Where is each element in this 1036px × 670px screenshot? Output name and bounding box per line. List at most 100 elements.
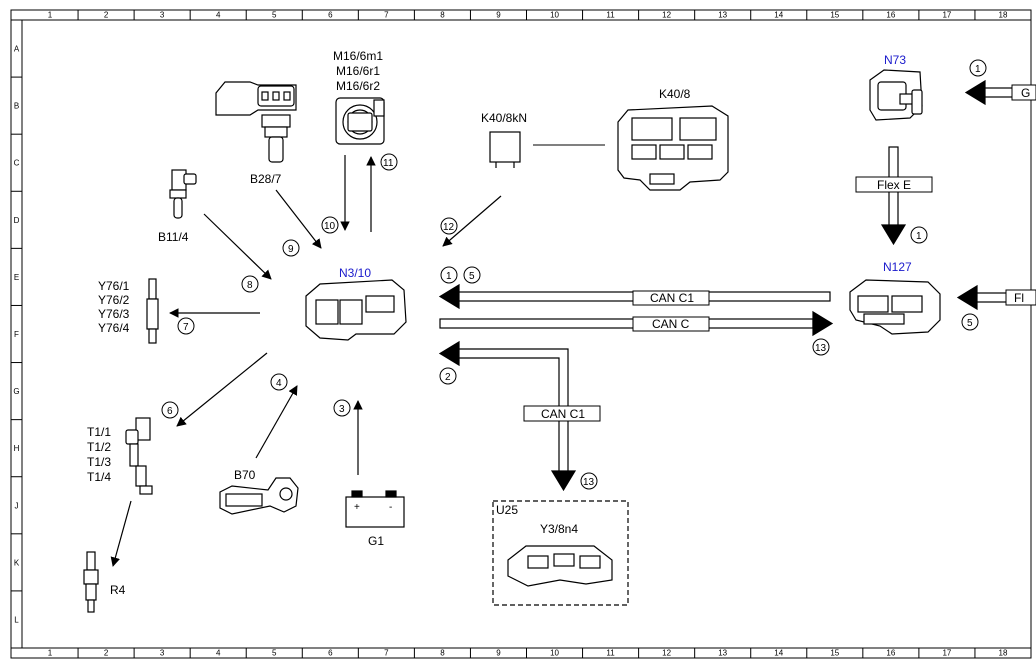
callout-circles bbox=[161, 59, 987, 490]
grid-column-label: 5 bbox=[272, 649, 277, 658]
grid-column-label: 4 bbox=[216, 649, 221, 658]
grid-column-label: 12 bbox=[662, 649, 671, 658]
svg-text:Fl: Fl bbox=[1014, 291, 1024, 305]
grid-column-label: 18 bbox=[999, 11, 1008, 20]
label-t1-3: T1/3 bbox=[87, 455, 111, 469]
grid-column-label: 6 bbox=[328, 649, 333, 658]
grid-row-label: E bbox=[14, 273, 19, 282]
grid-row-label: J bbox=[15, 501, 19, 510]
callout-1-n73: 1 bbox=[975, 64, 981, 75]
callout-2: 2 bbox=[445, 372, 451, 383]
callout-6: 6 bbox=[167, 406, 173, 417]
label-b70: B70 bbox=[234, 468, 256, 482]
diagram-frame bbox=[10, 9, 1032, 659]
label-m16-6r2: M16/6r2 bbox=[336, 79, 380, 93]
ignition-coil-t1 bbox=[125, 417, 153, 495]
grid-column-label: 17 bbox=[942, 11, 951, 20]
label-y76-3: Y76/3 bbox=[98, 307, 130, 321]
svg-text:CAN C1: CAN C1 bbox=[650, 291, 694, 305]
grid-column-label: 16 bbox=[886, 11, 895, 20]
spark-plug-r4 bbox=[83, 551, 99, 613]
label-k40-8: K40/8 bbox=[659, 87, 691, 101]
grid-column-label: 10 bbox=[550, 11, 559, 20]
grid-column-label: 9 bbox=[496, 11, 501, 20]
svg-text:G: G bbox=[1021, 86, 1030, 100]
grid-column-label: 16 bbox=[886, 649, 895, 658]
grid-column-label: 15 bbox=[830, 649, 839, 658]
grid-row-label: F bbox=[14, 330, 19, 339]
engine-control-unit-n3-10 bbox=[305, 279, 407, 341]
callout-5-can: 5 bbox=[469, 271, 475, 282]
callout-4: 4 bbox=[276, 378, 282, 389]
label-n3-10: N3/10 bbox=[339, 266, 371, 280]
grid-row-label: D bbox=[14, 216, 20, 225]
fuse-relay-module-k40-8 bbox=[617, 105, 729, 191]
grid-column-label: 1 bbox=[48, 649, 53, 658]
grid-column-label: 17 bbox=[942, 649, 951, 658]
grid-column-label: 5 bbox=[272, 11, 277, 20]
battery-minus-sign: - bbox=[389, 502, 392, 513]
bus-can-c bbox=[439, 310, 834, 337]
powertrain-control-unit-n127 bbox=[849, 279, 941, 335]
grid-row-label: C bbox=[14, 159, 20, 168]
grid-column-label: 14 bbox=[774, 649, 783, 658]
bus-label-fl-partial: Fl bbox=[1005, 289, 1036, 306]
grid-column-label: 7 bbox=[384, 649, 389, 658]
grid-column-label: 15 bbox=[830, 11, 839, 20]
grid-column-label: 8 bbox=[440, 649, 445, 658]
grid-column-label: 7 bbox=[384, 11, 389, 20]
relay-k40-8kn bbox=[489, 131, 521, 168]
crankshaft-sensor-b70 bbox=[219, 477, 299, 515]
bus-label-can-c: CAN C bbox=[632, 316, 710, 332]
grid-column-label: 3 bbox=[160, 11, 165, 20]
callout-9: 9 bbox=[288, 244, 294, 255]
grid-column-label: 3 bbox=[160, 649, 165, 658]
callout-13-can-c: 13 bbox=[815, 343, 827, 354]
grid-column-label: 4 bbox=[216, 11, 221, 20]
grid-column-label: 13 bbox=[718, 11, 727, 20]
label-g1: G1 bbox=[368, 534, 384, 548]
grid-column-label: 10 bbox=[550, 649, 559, 658]
label-y76-1: Y76/1 bbox=[98, 279, 130, 293]
label-y3-8n4: Y3/8n4 bbox=[540, 522, 578, 536]
label-m16-6m1: M16/6m1 bbox=[333, 49, 383, 63]
grid-column-label: 18 bbox=[999, 649, 1008, 658]
label-t1-2: T1/2 bbox=[87, 440, 111, 454]
grid-row-label: K bbox=[14, 558, 20, 567]
pressure-sensor-b28-7 bbox=[215, 81, 297, 163]
callout-12: 12 bbox=[443, 222, 455, 233]
grid-row-label: H bbox=[14, 444, 20, 453]
label-b28-7: B28/7 bbox=[250, 172, 282, 186]
battery-g1 bbox=[345, 490, 405, 528]
bus-flex-e bbox=[880, 146, 907, 246]
bus-label-can-c1-top: CAN C1 bbox=[632, 290, 710, 306]
label-b11-4: B11/4 bbox=[158, 230, 189, 244]
label-k40-8kn: K40/8kN bbox=[481, 111, 527, 125]
svg-text:CAN C1: CAN C1 bbox=[541, 407, 585, 421]
throttle-actuator-m16-6 bbox=[335, 97, 385, 145]
label-y76-2: Y76/2 bbox=[98, 293, 130, 307]
fuel-injector-y76 bbox=[146, 278, 159, 344]
grid-row-label: B bbox=[14, 102, 19, 111]
callout-10: 10 bbox=[324, 221, 336, 232]
callout-7: 7 bbox=[183, 322, 189, 333]
grid-column-label: 8 bbox=[440, 11, 445, 20]
transmission-control-group-u25 bbox=[492, 500, 629, 606]
grid-column-label: 14 bbox=[774, 11, 783, 20]
callout-13-u25: 13 bbox=[583, 477, 595, 488]
grid-column-label: 12 bbox=[662, 11, 671, 20]
signal-arrows bbox=[110, 155, 502, 567]
grid-row-label: A bbox=[14, 45, 20, 54]
label-n73: N73 bbox=[884, 53, 906, 67]
callout-5-n127: 5 bbox=[967, 318, 973, 329]
bus-label-can-c1-down: CAN C1 bbox=[523, 405, 601, 422]
label-r4: R4 bbox=[110, 583, 126, 597]
label-t1-1: T1/1 bbox=[87, 425, 111, 439]
grid-column-label: 2 bbox=[104, 11, 109, 20]
callout-11: 11 bbox=[383, 158, 394, 169]
grid-column-label: 6 bbox=[328, 11, 333, 20]
grid-column-label: 9 bbox=[496, 649, 501, 658]
